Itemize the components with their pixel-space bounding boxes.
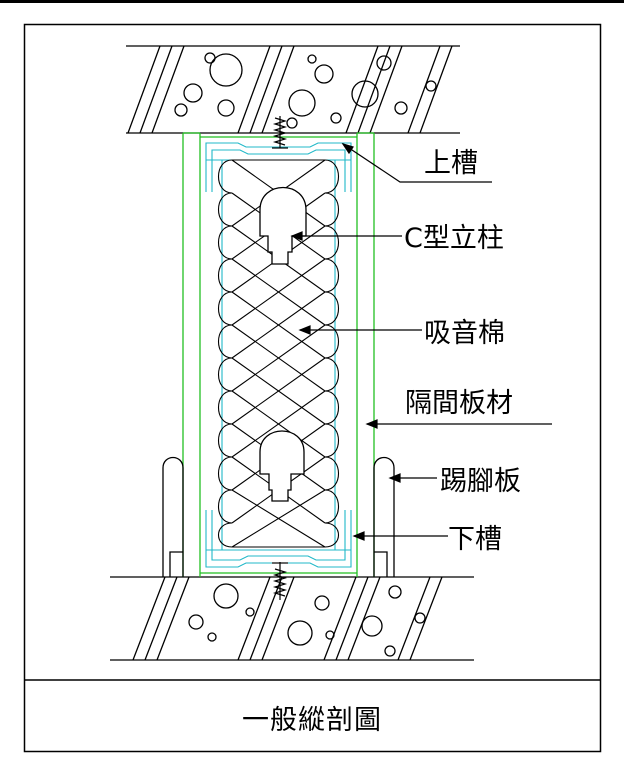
screw-icon xyxy=(272,116,288,600)
drawing-caption: 一般縱剖圖 xyxy=(242,705,382,736)
label-partition-board: 隔間板材 xyxy=(405,388,513,419)
floor-slab xyxy=(110,576,474,661)
label-top-track: 上槽 xyxy=(424,148,478,179)
drawing-frame xyxy=(23,23,602,753)
label-skirting: 踢腳板 xyxy=(440,466,521,497)
label-bottom-track: 下槽 xyxy=(448,524,502,555)
stud-cutouts xyxy=(259,187,307,502)
label-insulation: 吸音棉 xyxy=(424,318,505,349)
leader-lines xyxy=(290,142,552,541)
skirting-boards xyxy=(162,456,395,577)
label-c-stud: C型立柱 xyxy=(404,223,504,254)
ceiling-slab xyxy=(126,45,460,134)
insulation-pattern xyxy=(217,159,340,548)
